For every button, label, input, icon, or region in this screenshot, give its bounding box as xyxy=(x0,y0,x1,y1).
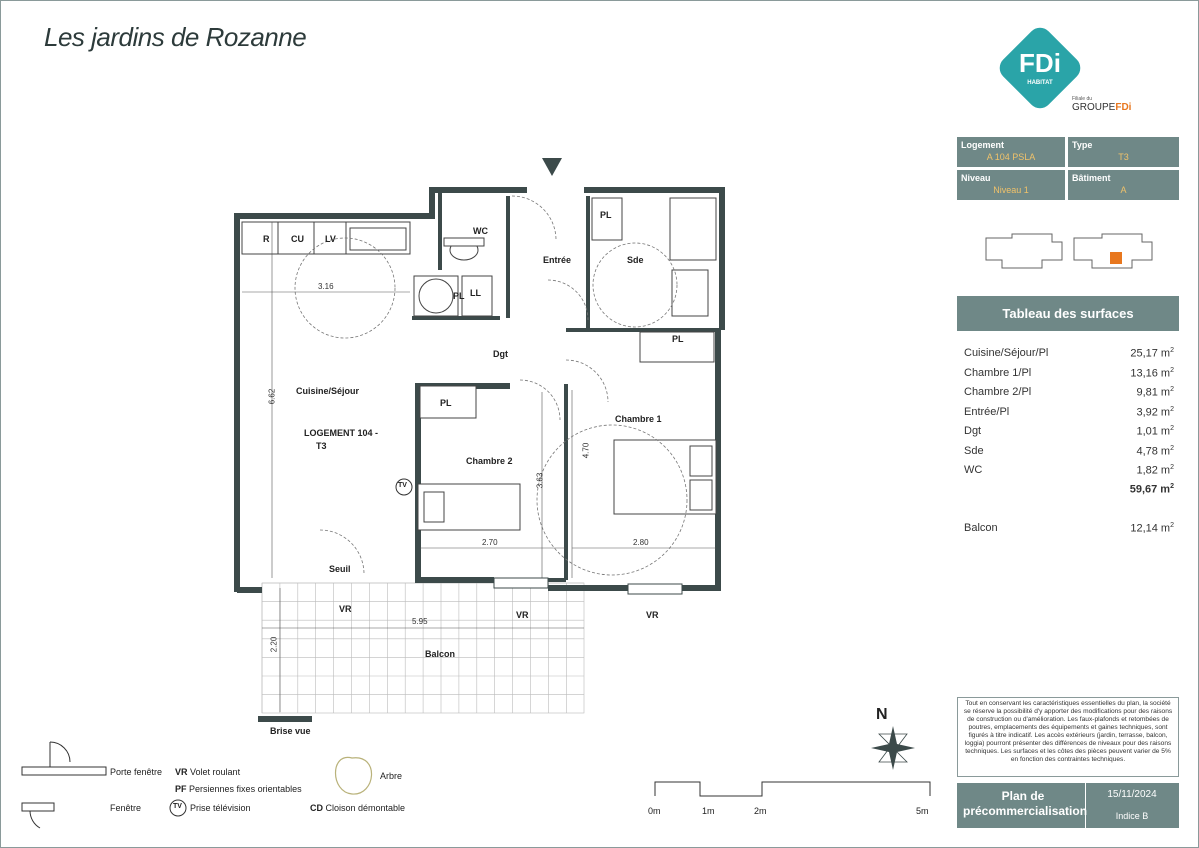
dimension-d662: 6.62 xyxy=(267,388,277,405)
svg-text:HABITAT: HABITAT xyxy=(1027,80,1053,86)
info-batiment: Bâtiment A xyxy=(1068,170,1179,200)
room-label-entree: Entrée xyxy=(543,255,572,265)
door-swings xyxy=(294,195,688,576)
surface-name: Chambre 2/Pl xyxy=(964,386,1032,398)
dimension-d470: 4.70 xyxy=(581,442,591,459)
surface-name: Chambre 1/Pl xyxy=(964,366,1032,379)
dimension-lines xyxy=(242,222,716,712)
footer-indice: Indice B xyxy=(1115,811,1149,821)
surface-name: Entrée/Pl xyxy=(964,405,1010,418)
balcon-area xyxy=(261,582,585,714)
scale-label: 1m xyxy=(702,806,715,816)
scale-label: 0m xyxy=(648,806,661,816)
room-label-dgt: Dgt xyxy=(493,349,508,359)
room-label-logement: LOGEMENT 104 - xyxy=(304,428,379,438)
dimension-d595: 5.95 xyxy=(412,617,428,626)
surface-value: 13,16 m xyxy=(1130,367,1171,380)
legend-vr: VR Volet roulant xyxy=(175,767,241,777)
room-label-sde: Sde xyxy=(627,255,644,265)
disclaimer-note: Tout en conservant les caractéristiques … xyxy=(957,697,1179,777)
group-brand: Filiale du GROUPEFDi xyxy=(1072,96,1132,113)
legend-fenetre: Fenêtre xyxy=(110,803,142,813)
plan-label: Plan de précommercialisation xyxy=(963,789,1088,818)
surface-name: Dgt xyxy=(964,425,982,437)
surface-name: Cuisine/Séjour/Pl xyxy=(964,347,1049,359)
legend-tv: Prise télévision xyxy=(190,803,251,813)
room-label-seuil: Seuil xyxy=(329,564,351,574)
legend-porte-fenetre: Porte fenêtre xyxy=(110,767,163,777)
fixtures xyxy=(241,197,717,531)
fixture-pl-sde: PL xyxy=(600,210,612,220)
room-label-balcon: Balcon xyxy=(425,649,456,659)
fixture-pl-ch2: PL xyxy=(440,398,452,408)
fixture-pl-ch1: PL xyxy=(672,334,684,344)
surface-value: 4,78 m xyxy=(1136,445,1171,458)
fdi-logo: FDi HABITAT xyxy=(999,27,1081,109)
footer-box: Plan de précommercialisation 15/11/2024 … xyxy=(957,783,1179,828)
room-label-logement-type: T3 xyxy=(316,441,327,451)
room-label-chambre2: Chambre 2 xyxy=(466,456,513,466)
legend-pf: PF Persiennes fixes orientables xyxy=(175,784,302,794)
windows xyxy=(493,577,683,595)
fixture-ll: LL xyxy=(470,288,481,298)
legend-arbre: Arbre xyxy=(380,771,403,781)
surfaces-balcon: Balcon 12,14 m2 xyxy=(964,522,1174,535)
fixture-pl-wc: PL xyxy=(453,291,465,301)
brise-vue-label: Brise vue xyxy=(270,726,311,736)
scale-label: 5m xyxy=(916,806,929,816)
surface-value: 9,81 m xyxy=(1136,386,1171,399)
dimension-d280: 2.80 xyxy=(633,538,649,547)
brise-vue xyxy=(258,716,312,722)
footer-date: 15/11/2024 xyxy=(1107,789,1157,800)
key-plan xyxy=(985,233,1153,269)
surface-value: 1,01 m xyxy=(1136,425,1171,438)
room-label-cuisine: Cuisine/Séjour xyxy=(296,386,360,396)
fixture-cu: CU xyxy=(291,234,304,244)
surfaces-heading: Tableau des surfaces xyxy=(957,296,1179,331)
legend-tv-icon: TV xyxy=(173,803,182,810)
dimension-d363: 3.63 xyxy=(535,472,545,489)
legend-cd: CD Cloison démontable xyxy=(310,803,406,813)
surfaces-total: 59,67 m2 xyxy=(1129,483,1174,496)
info-type: Type T3 xyxy=(1068,137,1179,167)
tv-icon: TV xyxy=(398,482,407,489)
compass-north: N xyxy=(876,706,888,723)
vr-label-1: VR xyxy=(339,604,352,614)
surface-value: 3,92 m xyxy=(1136,406,1171,419)
surface-value: 25,17 m xyxy=(1130,347,1171,360)
surface-value: 1,82 m xyxy=(1136,464,1171,477)
tree-icon xyxy=(334,756,373,795)
vr-label-2: VR xyxy=(516,610,529,620)
vr-label-3: VR xyxy=(646,610,659,620)
scale-bar xyxy=(654,781,931,797)
dimension-d220: 2.20 xyxy=(269,636,279,653)
surface-name: WC xyxy=(964,464,983,476)
fixture-r: R xyxy=(263,234,270,244)
dimension-d316: 3.16 xyxy=(318,282,334,291)
room-label-wc: WC xyxy=(473,226,488,236)
room-label-chambre1: Chambre 1 xyxy=(615,414,662,424)
entrance-arrow xyxy=(542,158,562,176)
compass-icon xyxy=(871,726,915,770)
fixture-lv: LV xyxy=(325,234,336,244)
info-niveau: Niveau Niveau 1 xyxy=(957,170,1065,200)
surface-name: Sde xyxy=(964,444,984,457)
svg-text:FDi: FDi xyxy=(1019,48,1061,78)
scale-label: 2m xyxy=(754,806,767,816)
divider xyxy=(1085,783,1086,828)
info-logement: Logement A 104 PSLA xyxy=(957,137,1065,167)
dimension-d270: 2.70 xyxy=(482,538,498,547)
legend-symbols xyxy=(21,478,413,829)
project-title: Les jardins de Rozanne xyxy=(44,22,307,52)
